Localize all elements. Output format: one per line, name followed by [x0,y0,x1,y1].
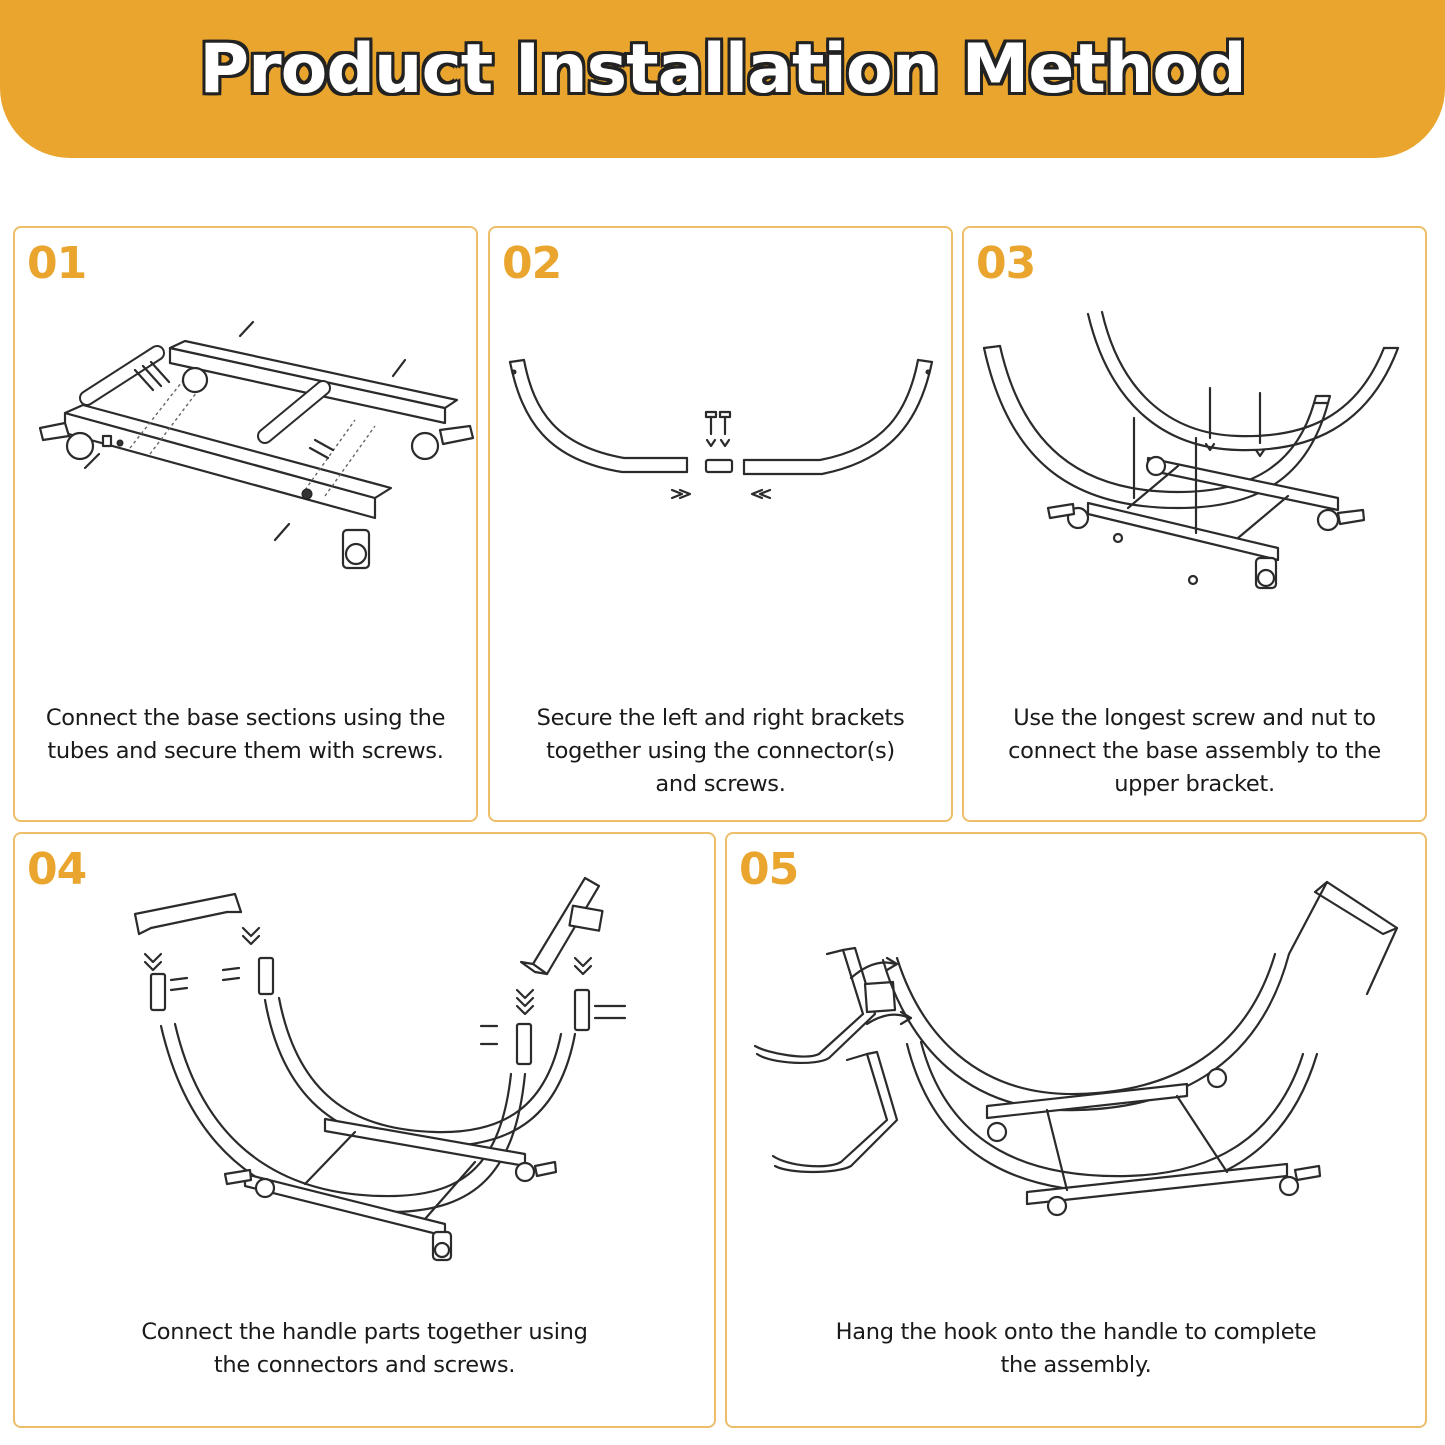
bracket-connection-illustration [508,358,934,500]
hook-hanging-illustration [753,880,1399,1217]
step-panel-05: 05 Hang the hook onto the handle to comp… [725,832,1427,1428]
base-to-bracket-illustration [982,310,1400,590]
step-caption: Connect the base sections using the tube… [25,702,466,768]
step-number: 01 [27,238,87,289]
step-number: 04 [27,844,87,895]
handle-connection-illustration [133,876,627,1262]
step-caption: Hang the hook onto the handle to complet… [737,1316,1415,1382]
step-number: 03 [976,238,1036,289]
caption-line: Connect the base sections using the [45,705,446,731]
caption-line: Use the longest screw and nut to [1013,705,1376,731]
page-title: Product Installation Method [199,30,1246,109]
caption-line: the connectors and screws. [213,1352,516,1378]
caption-line: Connect the handle parts together using [141,1319,588,1345]
caption-line: and screws. [655,771,786,797]
step-panel-04: 04 [13,832,716,1428]
caption-line: connect the base assembly to the [1008,738,1381,764]
step-panel-02: 02 Secure the left and right brackets to… [488,226,953,822]
caption-line: upper bracket. [1114,771,1275,797]
step-number: 02 [502,238,562,289]
step-panel-01: 01 [13,226,478,822]
caption-line: tubes and secure them with screws. [47,738,444,764]
title-banner: Product Installation Method [0,0,1445,158]
base-assembly-illustration [38,320,475,570]
caption-line: Secure the left and right brackets [536,705,905,731]
caption-line: the assembly. [1000,1352,1152,1378]
caption-line: together using the connector(s) [546,738,895,764]
caption-line: Hang the hook onto the handle to complet… [835,1319,1317,1345]
step-caption: Connect the handle parts together using … [25,1316,704,1382]
step-caption: Use the longest screw and nut to connect… [974,702,1415,801]
step-panel-03: 03 Use the longest screw and nut to [962,226,1427,822]
step-caption: Secure the left and right brackets toget… [500,702,941,801]
step-number: 05 [739,844,799,895]
